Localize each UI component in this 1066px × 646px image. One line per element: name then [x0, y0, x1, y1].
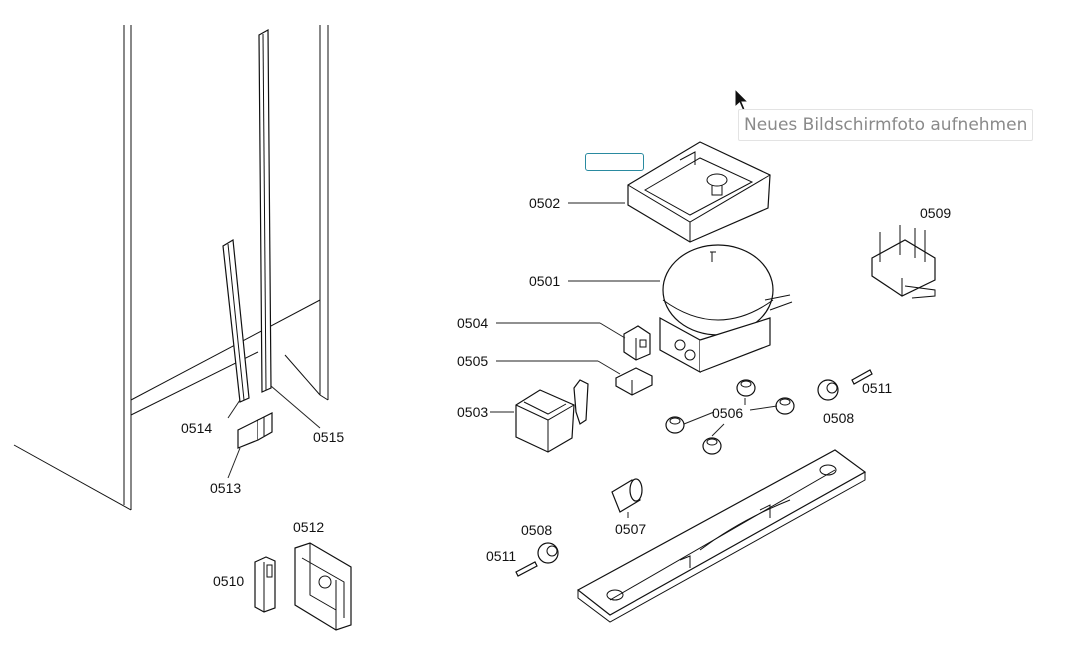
- label-0515: 0515: [313, 429, 344, 445]
- label-0509: 0509: [920, 205, 951, 221]
- relay-0504: [623, 325, 651, 361]
- pin-0511-right: [851, 369, 873, 385]
- box-0512: [294, 542, 352, 631]
- seal-strip-0514: [222, 238, 250, 403]
- cover-0503: [515, 389, 575, 453]
- label-0511-left: 0511: [486, 548, 516, 564]
- label-0504: 0504: [457, 315, 488, 331]
- bracket-0513: [237, 412, 273, 449]
- cabinet-body: [13, 25, 329, 511]
- thermostat-0509: [871, 225, 936, 299]
- base-plate: [576, 449, 867, 623]
- label-0506: 0506: [712, 405, 743, 421]
- screenshot-tooltip: Neues Bildschirmfoto aufnehmen: [738, 109, 1034, 141]
- label-0502: 0502: [529, 195, 560, 211]
- sleeve-0508-right: [817, 379, 839, 401]
- label-0512: 0512: [293, 519, 324, 535]
- leader-lines: [227, 202, 778, 518]
- label-0507: 0507: [615, 521, 646, 537]
- capacitor-0507: [611, 478, 643, 513]
- seal-strip-0515: [258, 28, 272, 393]
- label-0505: 0505: [457, 353, 488, 369]
- grommet-0506-a: [736, 379, 756, 397]
- part-0510: [254, 556, 276, 613]
- compressor-0501: [659, 244, 793, 374]
- part-labels: 0502 0501 0504 0505 0503 0506 0508 0511 …: [181, 195, 951, 589]
- label-0510: 0510: [213, 573, 244, 589]
- label-0511-right: 0511: [862, 380, 892, 396]
- label-0503: 0503: [457, 404, 488, 420]
- grommet-0506-c: [665, 416, 685, 434]
- pin-0511-left: [515, 561, 538, 577]
- clip-0505: [615, 367, 653, 396]
- grommet-0506-b: [775, 397, 795, 415]
- hook-part: [573, 379, 589, 425]
- label-0514: 0514: [181, 420, 212, 436]
- label-0501: 0501: [529, 273, 560, 289]
- grommet-0506-d: [702, 437, 722, 455]
- sleeve-0508-left: [537, 542, 559, 564]
- label-0508-left: 0508: [521, 522, 552, 538]
- label-0508-right: 0508: [823, 410, 854, 426]
- cover-0502: [627, 141, 771, 243]
- label-0513: 0513: [210, 480, 241, 496]
- selection-rectangle[interactable]: [585, 153, 644, 171]
